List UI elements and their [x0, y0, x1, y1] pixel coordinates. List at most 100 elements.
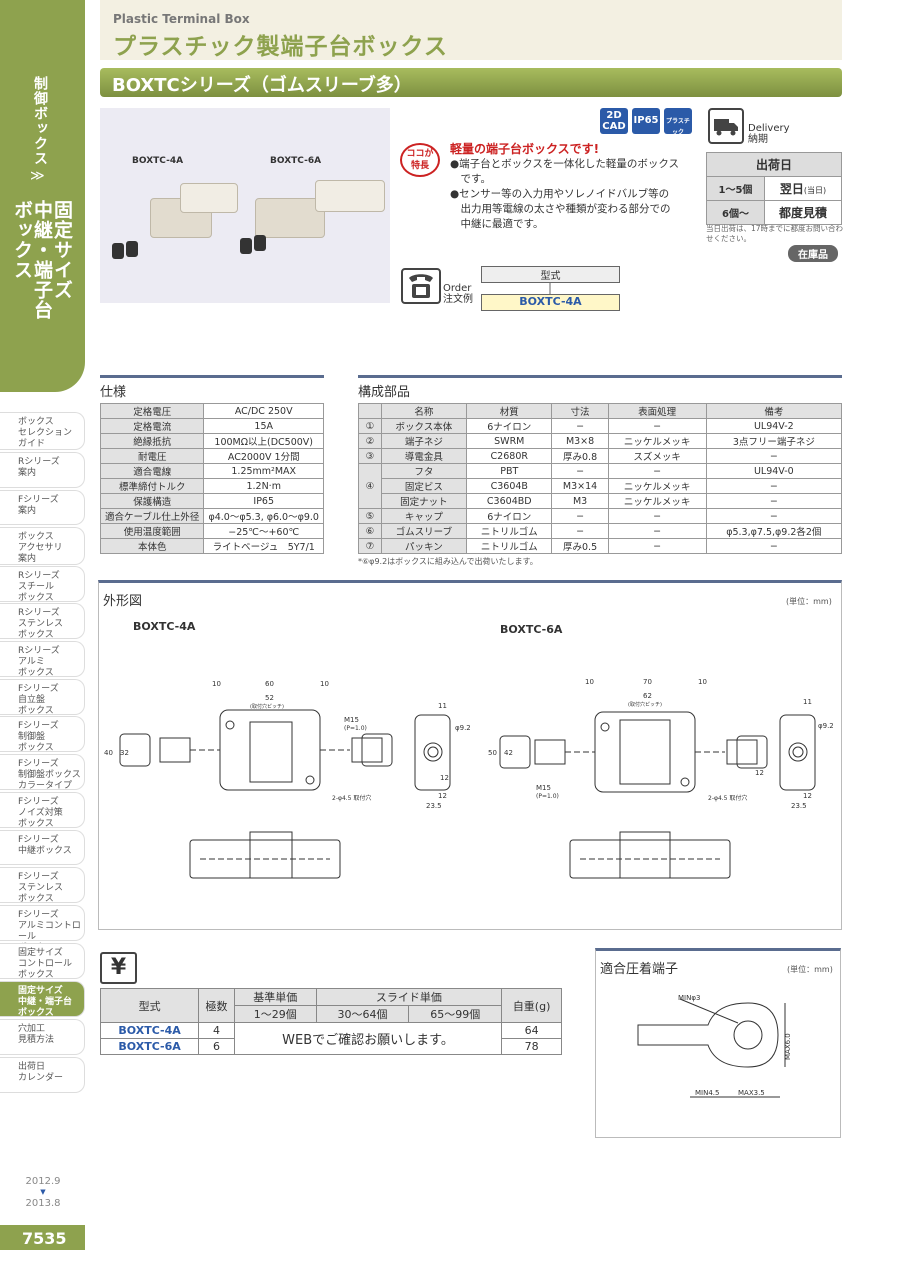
- sidebar-nav-item[interactable]: Fシリーズ アルミコントロール ボックス: [0, 905, 85, 953]
- period-start: 2012.9: [25, 1176, 61, 1187]
- sidebar-nav-item[interactable]: Fシリーズ 自立盤 ボックス: [0, 679, 85, 716]
- dim-a-pitch-note: (取付穴ピッチ): [250, 703, 284, 710]
- spec-key: 絶縁抵抗: [99, 433, 205, 449]
- stock-badge: 在庫品: [788, 245, 838, 262]
- sidebar-nav-item[interactable]: 固定サイズ コントロール ボックス: [0, 943, 85, 980]
- parts-cell: ニッケルメッキ: [607, 478, 707, 494]
- parts-cell: 厚み0.8: [551, 448, 609, 464]
- price-weight: 64: [501, 1022, 562, 1039]
- dim-a-pitch: 52: [265, 694, 274, 702]
- parts-cell: 3点フリー端子ネジ: [705, 433, 843, 449]
- sidebar-category-panel: [0, 0, 85, 392]
- sidebar-nav-item[interactable]: Rシリーズ スチール ボックス: [0, 566, 85, 603]
- dim-b-s4: 12: [803, 792, 812, 800]
- parts-cell: ゴムスリーブ: [380, 523, 468, 539]
- sidebar-nav-item[interactable]: ボックス アクセサリ 案内: [0, 527, 85, 565]
- spec-key: 定格電圧: [99, 403, 205, 419]
- arrow-down-icon: ▼: [40, 1188, 46, 1196]
- dim-b-pitch: 62: [643, 692, 652, 700]
- delivery-header: 出荷日: [706, 152, 842, 177]
- sidebar-nav-item[interactable]: Fシリーズ ステンレス ボックス: [0, 867, 85, 904]
- parts-cell: −: [705, 538, 843, 554]
- feature-line: です。: [450, 173, 491, 185]
- order-label: Order 注文例: [443, 283, 473, 305]
- dim-a-w1: 10: [212, 680, 221, 688]
- sidebar-nav-item[interactable]: Rシリーズ アルミ ボックス: [0, 641, 85, 678]
- sidebar-nav-item[interactable]: Fシリーズ 制御盤 ボックス: [0, 716, 85, 753]
- parts-cell: −: [705, 493, 843, 509]
- spec-key: 適合ケーブル仕上外径: [99, 508, 205, 524]
- parts-cell: −: [551, 508, 609, 524]
- terminal-unit: (単位：mm): [787, 965, 833, 974]
- parts-cell: −: [551, 418, 609, 434]
- dim-a-w3: 10: [320, 680, 329, 688]
- parts-cell: C3604B: [466, 478, 553, 494]
- dim-b-m: M15: [536, 784, 551, 792]
- sidebar-nav-item[interactable]: ボックス セレクション ガイド: [0, 412, 85, 450]
- parts-cell: パッキン: [380, 538, 468, 554]
- sidebar-nav-item[interactable]: Fシリーズ 案内: [0, 490, 85, 525]
- sidebar-nav-item[interactable]: 固定サイズ 中継・端子台 ボックス: [0, 981, 85, 1018]
- sidebar-nav-item[interactable]: Rシリーズ 案内: [0, 452, 85, 488]
- price-range: 65〜99個: [408, 1005, 503, 1023]
- page-number: 7535: [0, 1225, 85, 1250]
- parts-cell: ⑥: [358, 523, 382, 539]
- drawing-title: 外形図: [103, 594, 143, 609]
- price-range: 1〜29個: [233, 1005, 317, 1023]
- drawing-label-b: BOXTC-6A: [500, 623, 563, 636]
- drawing-label-a: BOXTC-4A: [133, 620, 196, 633]
- sidebar-nav-item[interactable]: 出荷日 カレンダー: [0, 1057, 85, 1093]
- spec-key: 使用温度範囲: [99, 523, 205, 539]
- parts-title: 構成部品: [358, 375, 842, 400]
- dim-a-hole: 2-φ4.5 取付穴: [332, 794, 371, 802]
- spec-key: 標準締付トルク: [99, 478, 205, 494]
- sidebar-nav-item[interactable]: Fシリーズ 中継ボックス: [0, 830, 85, 865]
- spec-title: 仕様: [100, 375, 324, 400]
- sidebar-nav-item[interactable]: Fシリーズ 制御盤ボックス カラータイプ: [0, 754, 85, 791]
- parts-cell: UL94V-0: [705, 463, 843, 479]
- cad-badge[interactable]: 2D CAD: [600, 108, 628, 134]
- price-model[interactable]: BOXTC-6A: [99, 1038, 200, 1055]
- drawing-panel: [98, 580, 842, 930]
- terminal-drawing: MINφ3 MAX6.0 MIN4.5 MAX3.5: [637, 994, 792, 1098]
- parts-cell: φ5.3,φ7.5,φ9.2各2個: [705, 523, 843, 539]
- dim-a-s4: 12: [438, 792, 447, 800]
- photo-label-b: BOXTC-6A: [270, 156, 322, 166]
- delivery-label-en: Delivery: [748, 123, 790, 134]
- sidebar-nav-item[interactable]: Fシリーズ ノイズ対策 ボックス: [0, 792, 85, 829]
- page-title: プラスチック製端子台ボックス: [113, 34, 448, 60]
- dim-a-m2: (P=1.0): [344, 725, 367, 732]
- yen-icon: ¥: [100, 952, 137, 984]
- delivery-label-jp: 納期: [748, 134, 768, 145]
- dim-a-s5: 23.5: [426, 802, 442, 810]
- price-model[interactable]: BOXTC-4A: [99, 1022, 200, 1039]
- dim-b-m2: (P=1.0): [536, 793, 559, 800]
- product-box-6a: [255, 198, 325, 238]
- header-band: [100, 0, 842, 60]
- dim-b-s3: 12: [755, 769, 764, 777]
- spec-row: 使用温度範囲−25℃〜+60℃: [99, 523, 324, 539]
- dim-b-s5: 23.5: [791, 802, 807, 810]
- parts-header: 表面処理: [607, 403, 707, 419]
- spec-value: 1.25mm²MAX: [203, 463, 324, 479]
- spec-key: 本体色: [99, 538, 205, 554]
- spec-row: 本体色ライトベージュ 5Y7/1: [99, 538, 324, 554]
- dim-b-s2: φ9.2: [818, 722, 834, 730]
- sidebar-nav-item[interactable]: 穴加工 見積方法: [0, 1019, 85, 1055]
- sidebar-category-sub[interactable]: 固定サイズ 中継・端子台 ボックス: [11, 200, 73, 320]
- order-label-jp: 注文例: [443, 294, 473, 305]
- price-web-note: WEBでご確認お願いします。: [233, 1022, 503, 1055]
- parts-cell: M3×14: [551, 478, 609, 494]
- sidebar-nav-item[interactable]: Rシリーズ ステンレス ボックス: [0, 603, 85, 640]
- spec-key: 定格電流: [99, 418, 205, 434]
- spec-value: AC2000V 1分間: [203, 448, 324, 464]
- parts-cell: 厚み0.5: [551, 538, 609, 554]
- price-table: 型式 極数 基準単価 スライド単価 自重(g) 1〜29個 30〜64個 65〜…: [99, 988, 562, 1055]
- delivery-table: 出荷日 1〜5個 翌日(当日) 6個〜 都度見積: [706, 152, 843, 225]
- sidebar-category-main[interactable]: 制御ボックス: [32, 76, 48, 166]
